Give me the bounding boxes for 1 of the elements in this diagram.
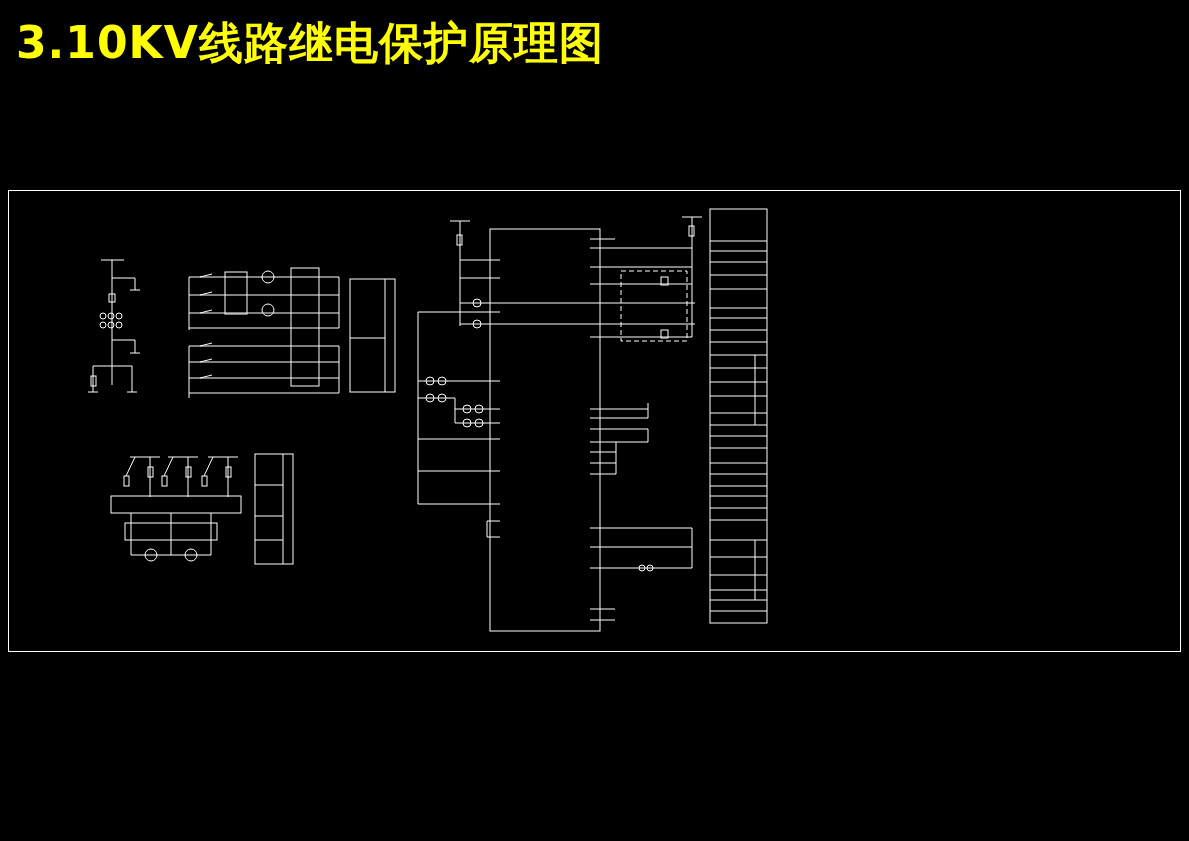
title: 3.10KV线路继电保护原理图 (16, 16, 604, 70)
